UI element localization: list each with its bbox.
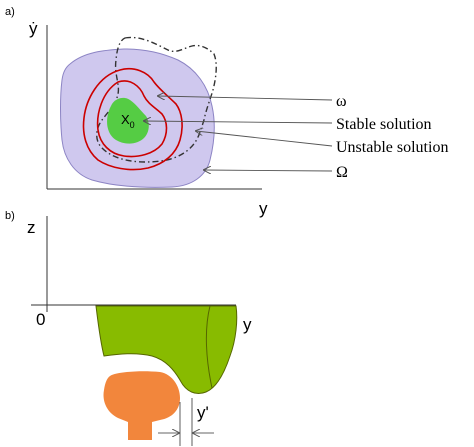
legend-unstable-solution: Unstable solution xyxy=(336,139,448,156)
equilibrium-point-label: X0 xyxy=(121,112,135,130)
stable-solution-curve xyxy=(82,67,183,171)
rail-profile xyxy=(103,371,180,440)
legend-omega: ω xyxy=(336,93,347,110)
panel-a-label: a) xyxy=(5,6,15,18)
omega-curve xyxy=(96,80,168,158)
equilibrium-point-subscript: 0 xyxy=(130,120,135,130)
legend-big-omega: Ω xyxy=(336,164,348,181)
legend-stable-solution: Stable solution xyxy=(336,116,432,133)
leader-unstable xyxy=(196,131,333,147)
panel-b: b) z 0 y y' xyxy=(5,210,252,446)
offset-label: y' xyxy=(197,403,209,422)
panel-b-z-axis-label: z xyxy=(27,218,36,237)
wheel-flange-edge xyxy=(205,305,213,389)
panel-b-label: b) xyxy=(5,210,15,222)
panel-a-x-axis-label: y xyxy=(259,199,268,218)
leader-stable xyxy=(144,121,333,123)
wheel-profile xyxy=(95,305,238,394)
panel-b-y-axis-label: y xyxy=(243,315,252,334)
panel-b-origin-label: 0 xyxy=(36,310,45,329)
panel-a: a) ẏ y X0 ω Stable solution Unstable sol… xyxy=(5,6,448,218)
leader-omega xyxy=(158,96,333,101)
unstable-solution-curve xyxy=(96,36,217,163)
basin-region xyxy=(107,97,149,144)
leader-big-omega xyxy=(204,170,333,171)
panel-a-y-axis-label: ẏ xyxy=(29,19,38,38)
